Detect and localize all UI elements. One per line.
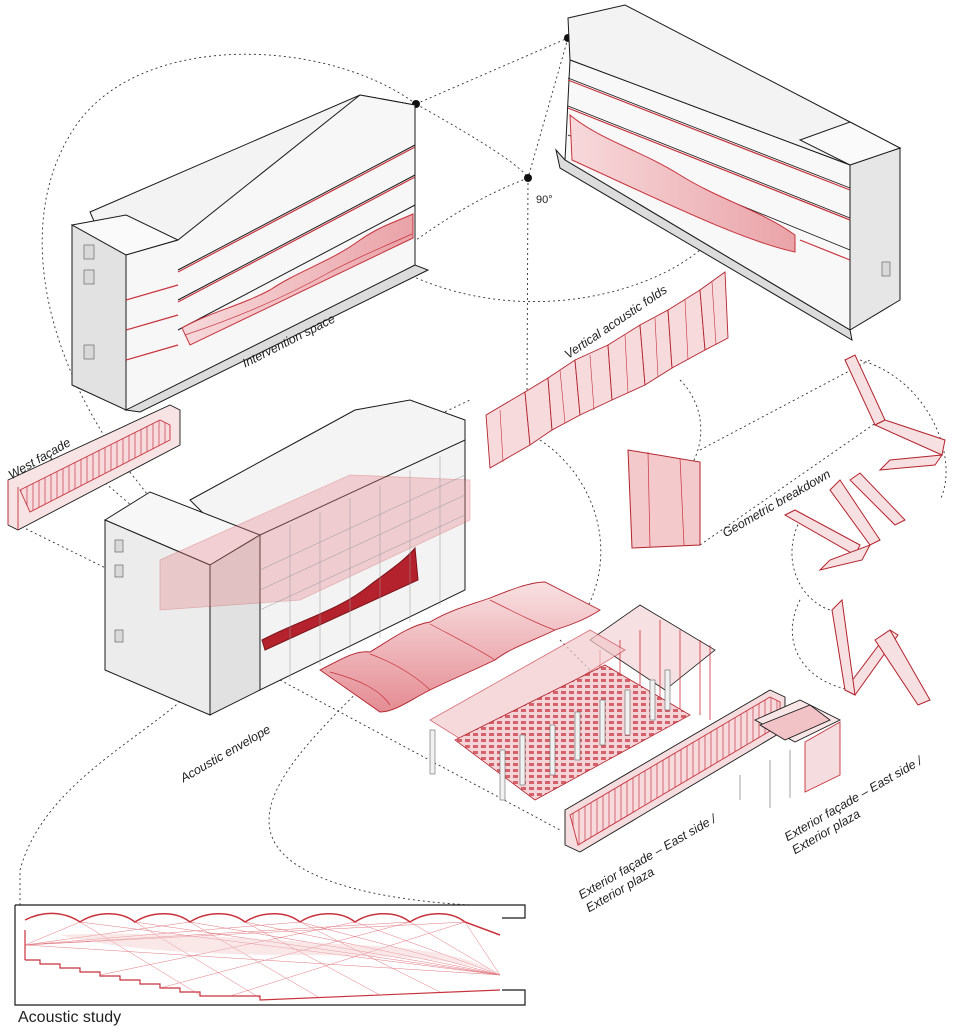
- east-facade-element: [564, 689, 842, 853]
- building-section-left: [70, 94, 430, 413]
- label-90-degrees: 90°: [536, 194, 553, 206]
- vertical-acoustic-folds: [485, 271, 729, 469]
- geometric-breakdown-shapes: [783, 354, 946, 706]
- label-acoustic-study: Acoustic study: [18, 1009, 122, 1026]
- building-section-right: [555, 4, 902, 341]
- central-building: [103, 399, 471, 716]
- auditorium-model: [429, 604, 716, 801]
- single-fold-panel: [627, 449, 701, 549]
- acoustic-ceiling-canopy: [319, 581, 601, 713]
- west-facade-piece: [7, 404, 181, 531]
- acoustic-study-section: [14, 904, 526, 1006]
